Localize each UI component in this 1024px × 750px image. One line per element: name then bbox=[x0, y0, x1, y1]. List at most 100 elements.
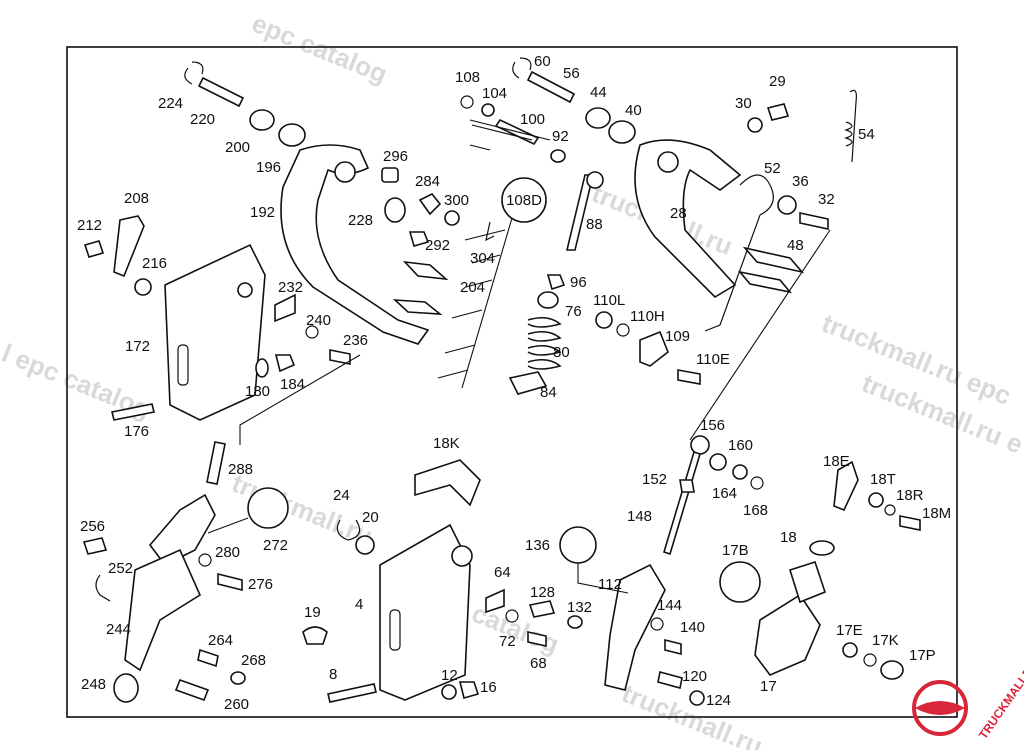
part-label: 108 bbox=[455, 69, 480, 86]
spring-80 bbox=[527, 316, 562, 370]
part-label: 109 bbox=[665, 328, 690, 345]
part-label: 4 bbox=[355, 596, 363, 613]
part-label: 160 bbox=[728, 437, 753, 454]
part-label: 232 bbox=[278, 279, 303, 296]
part-label: 256 bbox=[80, 518, 105, 535]
rod-148 bbox=[663, 450, 701, 556]
pin-220 bbox=[197, 76, 245, 108]
part-label: 18M bbox=[922, 505, 951, 522]
valve-244 bbox=[124, 548, 202, 672]
pedal-pad-upper bbox=[402, 260, 449, 281]
part-label: 30 bbox=[735, 95, 752, 112]
leader-108D bbox=[437, 217, 513, 389]
part-labels: 224 220 200 196 192 208 212 216 172 176 … bbox=[77, 53, 951, 713]
part-label: 264 bbox=[208, 632, 233, 649]
washer-300 bbox=[444, 210, 460, 226]
bushing-200 bbox=[249, 109, 275, 131]
part-label: 17E bbox=[836, 622, 863, 639]
part-label: 284 bbox=[415, 173, 440, 190]
pedal-pad-48b bbox=[737, 270, 793, 294]
bolt-18M bbox=[899, 515, 921, 531]
part-label: 110L bbox=[593, 292, 625, 309]
part-label: 132 bbox=[567, 599, 592, 616]
brand-gear-icon bbox=[912, 680, 968, 736]
watermark-text: truckmall.ru bbox=[618, 678, 767, 750]
part-label: 88 bbox=[586, 216, 603, 233]
part-label: 180 bbox=[245, 383, 270, 400]
valve-17-neck bbox=[788, 560, 826, 604]
part-label: 156 bbox=[700, 417, 725, 434]
fitting-120 bbox=[657, 671, 683, 689]
leader-272 bbox=[207, 517, 249, 534]
lever-208 bbox=[113, 215, 145, 278]
part-label: 236 bbox=[343, 332, 368, 349]
bushing-40 bbox=[608, 120, 636, 144]
clip-18R bbox=[884, 504, 896, 516]
bolt-236 bbox=[329, 349, 351, 365]
bolt-110E bbox=[677, 369, 701, 385]
nut-96 bbox=[546, 274, 566, 291]
spring-54 bbox=[844, 89, 857, 163]
seal-18 bbox=[809, 540, 835, 556]
tool-icon-136 bbox=[559, 526, 597, 564]
spring-52 bbox=[704, 174, 774, 332]
nut-152 bbox=[679, 479, 695, 493]
part-label: 28 bbox=[670, 205, 687, 222]
bolt-256 bbox=[82, 537, 108, 555]
part-label: 17P bbox=[909, 647, 936, 664]
part-label: 18R bbox=[896, 487, 924, 504]
bolt-296 bbox=[381, 167, 399, 183]
ring-72 bbox=[505, 609, 519, 623]
bushing-44 bbox=[585, 107, 611, 129]
washer-18T bbox=[868, 492, 884, 508]
nozzle-264 bbox=[197, 648, 219, 668]
part-label: 208 bbox=[124, 190, 149, 207]
part-label: 18T bbox=[870, 471, 896, 488]
part-label: 288 bbox=[228, 461, 253, 478]
pin-56 bbox=[526, 70, 576, 104]
bracket-hole bbox=[237, 282, 253, 298]
part-label: 36 bbox=[792, 173, 809, 190]
bolt-212 bbox=[83, 240, 105, 258]
bushing-196 bbox=[278, 123, 306, 147]
ring-144 bbox=[650, 617, 664, 631]
part-label: 212 bbox=[77, 217, 102, 234]
pedal-28 bbox=[634, 139, 742, 299]
part-label: 228 bbox=[348, 212, 373, 229]
bolt-140 bbox=[664, 638, 682, 656]
part-label: 296 bbox=[383, 148, 408, 165]
bolt-29 bbox=[766, 103, 790, 121]
part-label: 300 bbox=[444, 192, 469, 209]
plate-232 bbox=[274, 293, 296, 323]
ring-110H bbox=[616, 323, 630, 337]
nut-110L bbox=[595, 311, 613, 329]
part-label: 29 bbox=[769, 73, 786, 90]
washer-156 bbox=[709, 453, 727, 471]
bracket-slot bbox=[177, 344, 189, 386]
part-label: 32 bbox=[818, 191, 835, 208]
part-label: 164 bbox=[712, 485, 737, 502]
pedal-28-hub bbox=[657, 151, 679, 173]
bracket-18E bbox=[833, 460, 859, 512]
bolt-68 bbox=[527, 631, 547, 647]
nut-30 bbox=[747, 117, 763, 133]
part-label: 304 bbox=[470, 250, 495, 267]
plate-64 bbox=[485, 588, 505, 614]
part-label: 184 bbox=[280, 376, 305, 393]
part-label: 268 bbox=[241, 652, 266, 669]
nut-36 bbox=[777, 195, 797, 215]
bracket-4 bbox=[379, 523, 471, 701]
washer-180 bbox=[255, 358, 269, 378]
snap-ring-224 bbox=[184, 61, 204, 85]
part-label: 200 bbox=[225, 139, 250, 156]
part-label: 252 bbox=[108, 560, 133, 577]
ring-17K bbox=[863, 653, 877, 667]
part-label: 92 bbox=[552, 128, 569, 145]
part-label: 196 bbox=[256, 159, 281, 176]
washer-17E bbox=[842, 642, 858, 658]
brand-swoosh-icon bbox=[915, 701, 965, 715]
part-label: 168 bbox=[743, 502, 768, 519]
part-label: 17K bbox=[872, 632, 899, 649]
part-label: 64 bbox=[494, 564, 511, 581]
part-label: 216 bbox=[142, 255, 167, 272]
